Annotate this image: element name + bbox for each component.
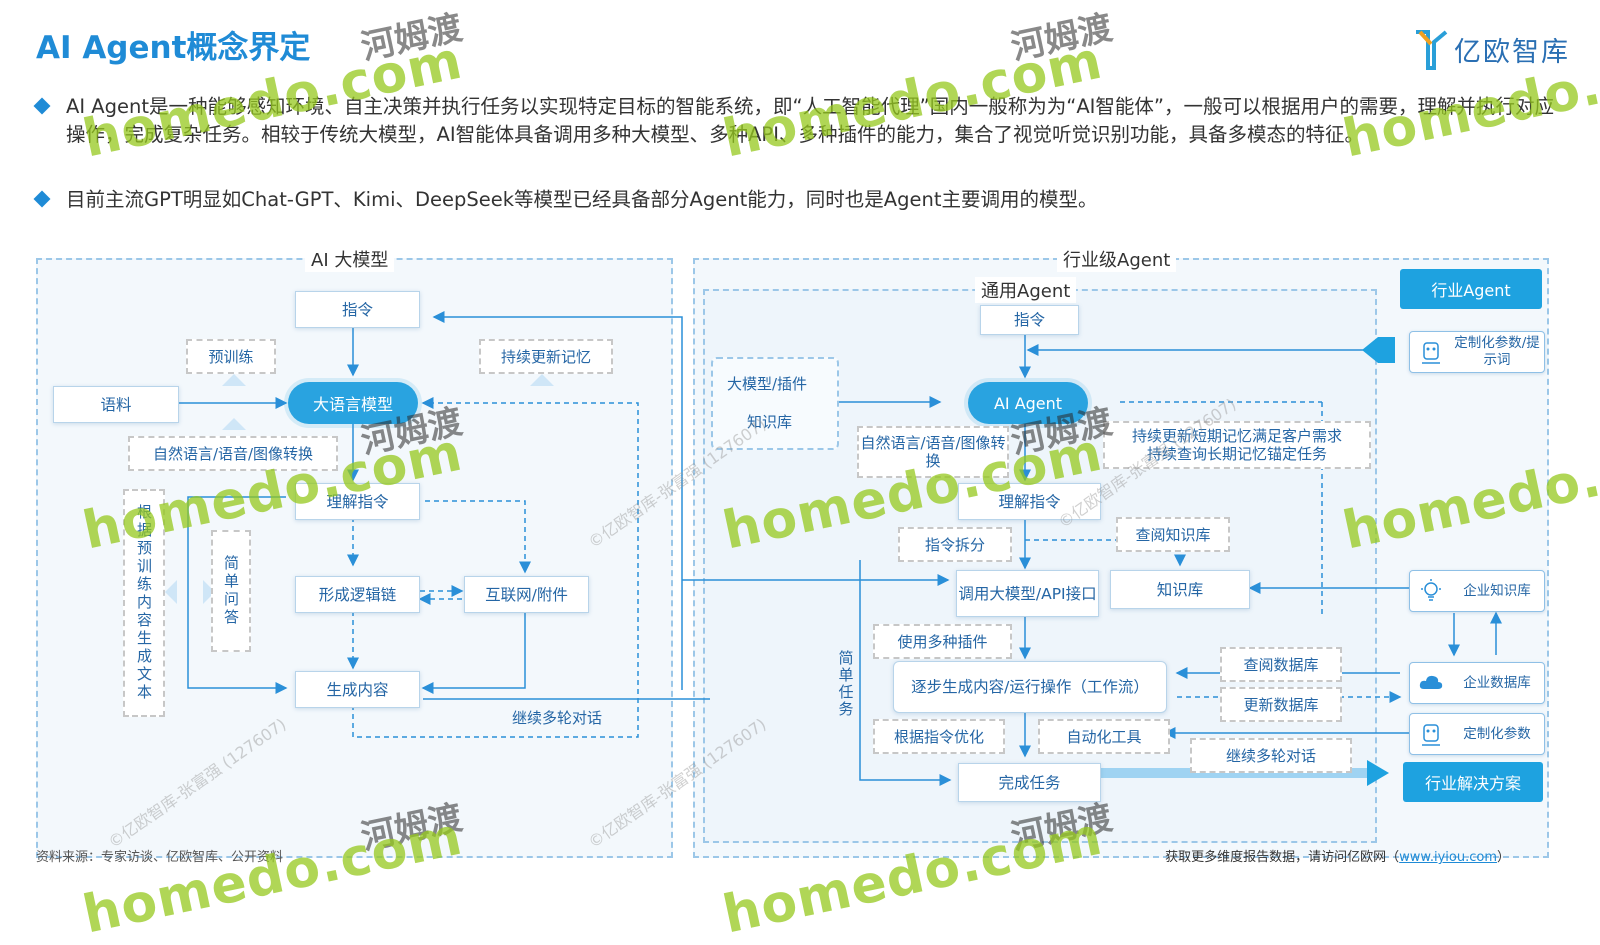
custom-params-prompt-label: 定制化参数/提示词 <box>1454 335 1540 368</box>
custom-params-box: 定制化参数 <box>1409 713 1545 755</box>
simple-task-label: 简单任务 <box>836 650 855 718</box>
more-suffix: ） <box>1496 850 1510 865</box>
automation-box: 自动化工具 <box>1038 719 1170 754</box>
memory-query-text: 持续查询长期记忆锚定任务 <box>1146 445 1327 463</box>
optimize-box: 根据指令优化 <box>873 719 1005 754</box>
split-box: 指令拆分 <box>898 527 1012 562</box>
enterprise-db-label: 企业数据库 <box>1463 674 1531 691</box>
custom-params-label: 定制化参数 <box>1463 725 1531 742</box>
rp-kb-box: 知识库 <box>1110 570 1250 609</box>
lp-corpus-box: 语料 <box>53 386 179 423</box>
lp-multi-round-label: 继续多轮对话 <box>512 709 603 727</box>
kb-label: 知识库 <box>747 413 793 431</box>
robot-icon <box>1422 724 1440 746</box>
models-plugins-label: 大模型/插件 <box>727 375 808 393</box>
models-plugins-group: 大模型/插件 知识库 <box>711 357 839 450</box>
bullet-2: 目前主流GPT明显如Chat-GPT、Kimi、DeepSeek等模型已经具备部… <box>33 186 1566 214</box>
custom-params-prompt-box: 定制化参数/提示词 <box>1409 331 1545 373</box>
left-panel-title: AI 大模型 <box>305 246 395 272</box>
rp-understand-box: 理解指令 <box>958 483 1101 520</box>
logo-mark-icon <box>1416 30 1448 70</box>
check-kb-box: 查阅知识库 <box>1116 517 1230 552</box>
iyiou-link[interactable]: www.iyiou.com <box>1399 850 1497 865</box>
bullet-1: AI Agent是一种能够感知环境、自主决策并执行任务以实现特定目标的智能系统，… <box>33 93 1566 149</box>
enterprise-kb-label: 企业知识库 <box>1463 582 1531 599</box>
source-note: 资料来源：专家访谈、亿欧智库、公开资料 <box>36 850 284 865</box>
lightbulb-icon <box>1421 579 1441 601</box>
brand-logo: 亿欧智库 <box>1414 28 1570 70</box>
lp-internet-box: 互联网/附件 <box>464 576 589 613</box>
bullet-1-text: AI Agent是一种能够感知环境、自主决策并执行任务以实现特定目标的智能系统，… <box>66 95 1555 146</box>
industry-agent-label: 行业Agent <box>1400 269 1542 309</box>
check-db-box: 查阅数据库 <box>1220 647 1342 682</box>
lp-memory-box: 持续更新记忆 <box>479 339 613 374</box>
lp-logic-chain-box: 形成逻辑链 <box>295 576 420 613</box>
rp-multi-round-box: 继续多轮对话 <box>1190 738 1352 773</box>
call-models-box: 调用大模型/API接口 <box>956 570 1099 617</box>
lp-instruction-box: 指令 <box>295 291 420 328</box>
general-agent-title: 通用Agent <box>975 277 1077 303</box>
stepwise-box: 逐步生成内容/运行操作（工作流） <box>893 661 1167 713</box>
lp-pretrain-box: 预训练 <box>186 339 276 374</box>
lp-understand-box: 理解指令 <box>295 483 420 520</box>
robot-icon <box>1422 342 1440 364</box>
ai-agent-node: AI Agent <box>968 382 1088 424</box>
use-plugins-box: 使用多种插件 <box>873 624 1012 659</box>
page-title: AI Agent概念界定 <box>36 30 311 66</box>
memory-update-text: 持续更新短期记忆满足客户需求 <box>1131 427 1342 445</box>
more-data-note: 获取更多维度报告数据，请访问亿欧网（www.iyiou.com） <box>1165 846 1510 865</box>
enterprise-db-box: 企业数据库 <box>1409 662 1545 704</box>
rp-nl-convert-box: 自然语言/语音/图像转换 <box>857 426 1009 478</box>
lp-llm-node: 大语言模型 <box>288 382 418 424</box>
lp-nl-convert-box: 自然语言/语音/图像转换 <box>128 436 338 471</box>
rp-instruction-box: 指令 <box>980 305 1079 335</box>
more-prefix: 获取更多维度报告数据，请访问亿欧网（ <box>1165 850 1400 865</box>
memory-box: 持续更新短期记忆满足客户需求 持续查询长期记忆锚定任务 <box>1103 421 1371 469</box>
industry-solution-label: 行业解决方案 <box>1403 762 1543 802</box>
enterprise-kb-box: 企业知识库 <box>1409 570 1545 612</box>
lp-vertical-qa: 简单问答 <box>211 530 251 652</box>
complete-box: 完成任务 <box>958 763 1101 802</box>
lp-generate-box: 生成内容 <box>295 671 420 708</box>
cloud-icon <box>1419 675 1443 689</box>
lp-vertical-pretrain: 根据预训练内容生成文本 <box>123 489 165 717</box>
right-panel-title: 行业级Agent <box>1057 246 1177 272</box>
logo-text: 亿欧智库 <box>1454 36 1570 68</box>
bullet-2-text: 目前主流GPT明显如Chat-GPT、Kimi、DeepSeek等模型已经具备部… <box>66 188 1098 211</box>
update-db-box: 更新数据库 <box>1220 687 1342 722</box>
